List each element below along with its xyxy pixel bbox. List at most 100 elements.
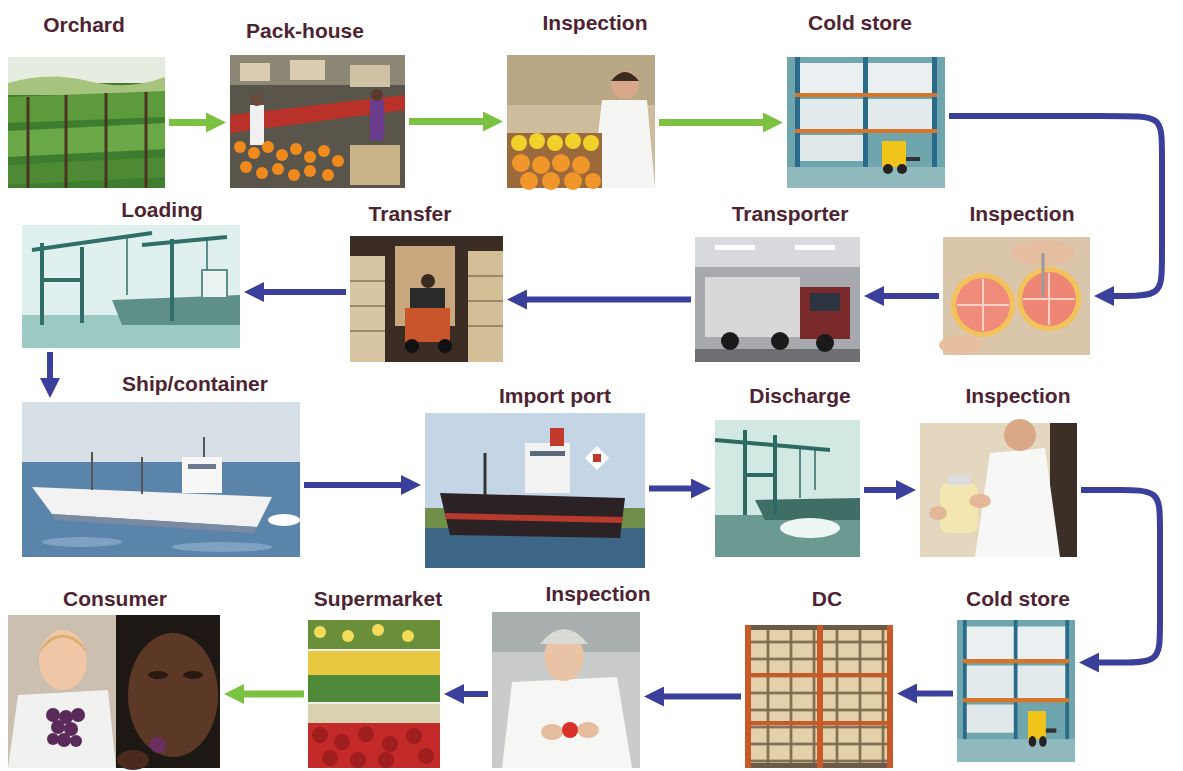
- step-label: Orchard: [43, 12, 125, 37]
- consumer-photo: [39, 630, 87, 690]
- transfer-photo: [350, 330, 385, 332]
- inspection-photo: [564, 172, 582, 190]
- flow-arrow: [409, 118, 491, 125]
- supermarket-photo: [312, 726, 434, 768]
- import-port-photo: [445, 513, 623, 523]
- packhouse-photo: [276, 149, 288, 161]
- step-label: Inspection: [969, 201, 1074, 226]
- supermarket-photo: [322, 750, 338, 766]
- consumer-photo: [51, 720, 65, 734]
- inspection-photo: [532, 156, 550, 174]
- step-label: Cold store: [808, 10, 912, 35]
- import-port-photo: [530, 451, 565, 456]
- consumer-photo: [46, 708, 85, 747]
- consumer-photo: [71, 708, 85, 722]
- flow-arrow: [864, 487, 904, 493]
- orchard-photo: [8, 91, 165, 123]
- step-heading: Supermarket: [314, 586, 442, 611]
- loading-photo: [22, 225, 240, 348]
- loading-photo: [40, 243, 44, 325]
- inspection-photo: [957, 304, 1009, 306]
- inspection-photo: [1042, 253, 1045, 297]
- supermarket-photo: [308, 620, 440, 768]
- transfer-photo: [405, 308, 450, 342]
- inspection-photo: [969, 494, 991, 508]
- loading-photo: [112, 295, 240, 325]
- discharge-photo: [715, 420, 860, 557]
- inspection-photo: [920, 419, 1077, 557]
- loading-photo: [127, 237, 207, 295]
- consumer-photo: [47, 733, 59, 745]
- loading-photo: [206, 238, 208, 270]
- step-label: DC: [812, 586, 842, 611]
- photo-step: DC: [745, 625, 893, 768]
- supermarket-photo: [308, 650, 440, 703]
- orchard-photo: [28, 92, 146, 188]
- inspection-photo: [511, 133, 599, 151]
- supermarket-photo: [350, 752, 366, 768]
- dc-photo: [745, 673, 893, 677]
- supermarket-photo: [308, 723, 440, 768]
- packhouse-photo: [240, 161, 252, 173]
- inspection-photo: [1004, 419, 1036, 451]
- import-port-photo: [525, 443, 570, 493]
- supermarket-photo: [382, 736, 398, 752]
- photo-step: Consumer: [8, 615, 220, 768]
- transfer-photo: [405, 339, 419, 353]
- ship-photo: [22, 402, 300, 557]
- consumer-photo: [117, 750, 149, 770]
- inspection-photo: [1023, 298, 1075, 300]
- step-heading: DC: [812, 586, 842, 611]
- dc-photo: [887, 625, 893, 768]
- flow-arrow: [456, 691, 488, 697]
- photo-step: Cold store: [787, 57, 945, 188]
- import-port-photo: [425, 413, 645, 568]
- step-heading: Import port: [499, 383, 611, 408]
- photo-step: Import port: [425, 413, 645, 568]
- packhouse-photo: [332, 155, 344, 167]
- inspection-photo: [611, 72, 639, 81]
- orchard-photo: [8, 57, 165, 188]
- step-heading: Inspection: [969, 201, 1074, 226]
- step-heading: Pack-house: [246, 18, 364, 43]
- transfer-photo: [468, 300, 503, 302]
- supermarket-photo: [308, 675, 440, 703]
- inspection-photo: [577, 722, 599, 738]
- ship-photo: [188, 464, 216, 469]
- discharge-photo: [799, 447, 801, 498]
- transfer-photo: [468, 275, 503, 277]
- step-label: Consumer: [63, 586, 167, 611]
- supermarket-photo: [402, 630, 414, 642]
- supermarket-photo: [334, 734, 350, 750]
- loading-photo: [126, 237, 128, 295]
- packhouse-photo: [248, 147, 260, 159]
- packhouse-photo: [290, 143, 302, 155]
- import-port-photo: [484, 453, 487, 495]
- supermarket-photo: [342, 630, 354, 642]
- discharge-photo: [715, 515, 860, 557]
- packhouse-photo: [262, 141, 274, 153]
- step-heading: Orchard: [43, 12, 125, 37]
- inspection-photo: [512, 154, 530, 172]
- inspection-photo: [939, 335, 983, 355]
- step-label: Inspection: [965, 383, 1070, 408]
- loading-photo: [202, 270, 227, 298]
- transfer-photo: [468, 325, 503, 327]
- inspection-photo: [507, 55, 655, 188]
- step-heading: Cold store: [966, 586, 1070, 611]
- loading-photo: [32, 233, 227, 325]
- step-heading: Ship/container: [122, 371, 268, 396]
- packhouse-photo: [234, 141, 344, 181]
- packhouse-photo: [256, 167, 268, 179]
- import-port-photo: [593, 454, 601, 462]
- dc-photo: [817, 625, 823, 768]
- flow-arrow: [304, 482, 409, 488]
- packhouse-photo: [290, 60, 325, 80]
- packhouse-photo: [250, 105, 264, 145]
- consumer-photo: [183, 671, 203, 679]
- flow-arrow: [949, 116, 1162, 296]
- inspection-photo: [572, 156, 590, 174]
- transporter-photo: [695, 349, 860, 362]
- packhouse-photo: [371, 89, 383, 101]
- inspection-photo: [956, 278, 1010, 332]
